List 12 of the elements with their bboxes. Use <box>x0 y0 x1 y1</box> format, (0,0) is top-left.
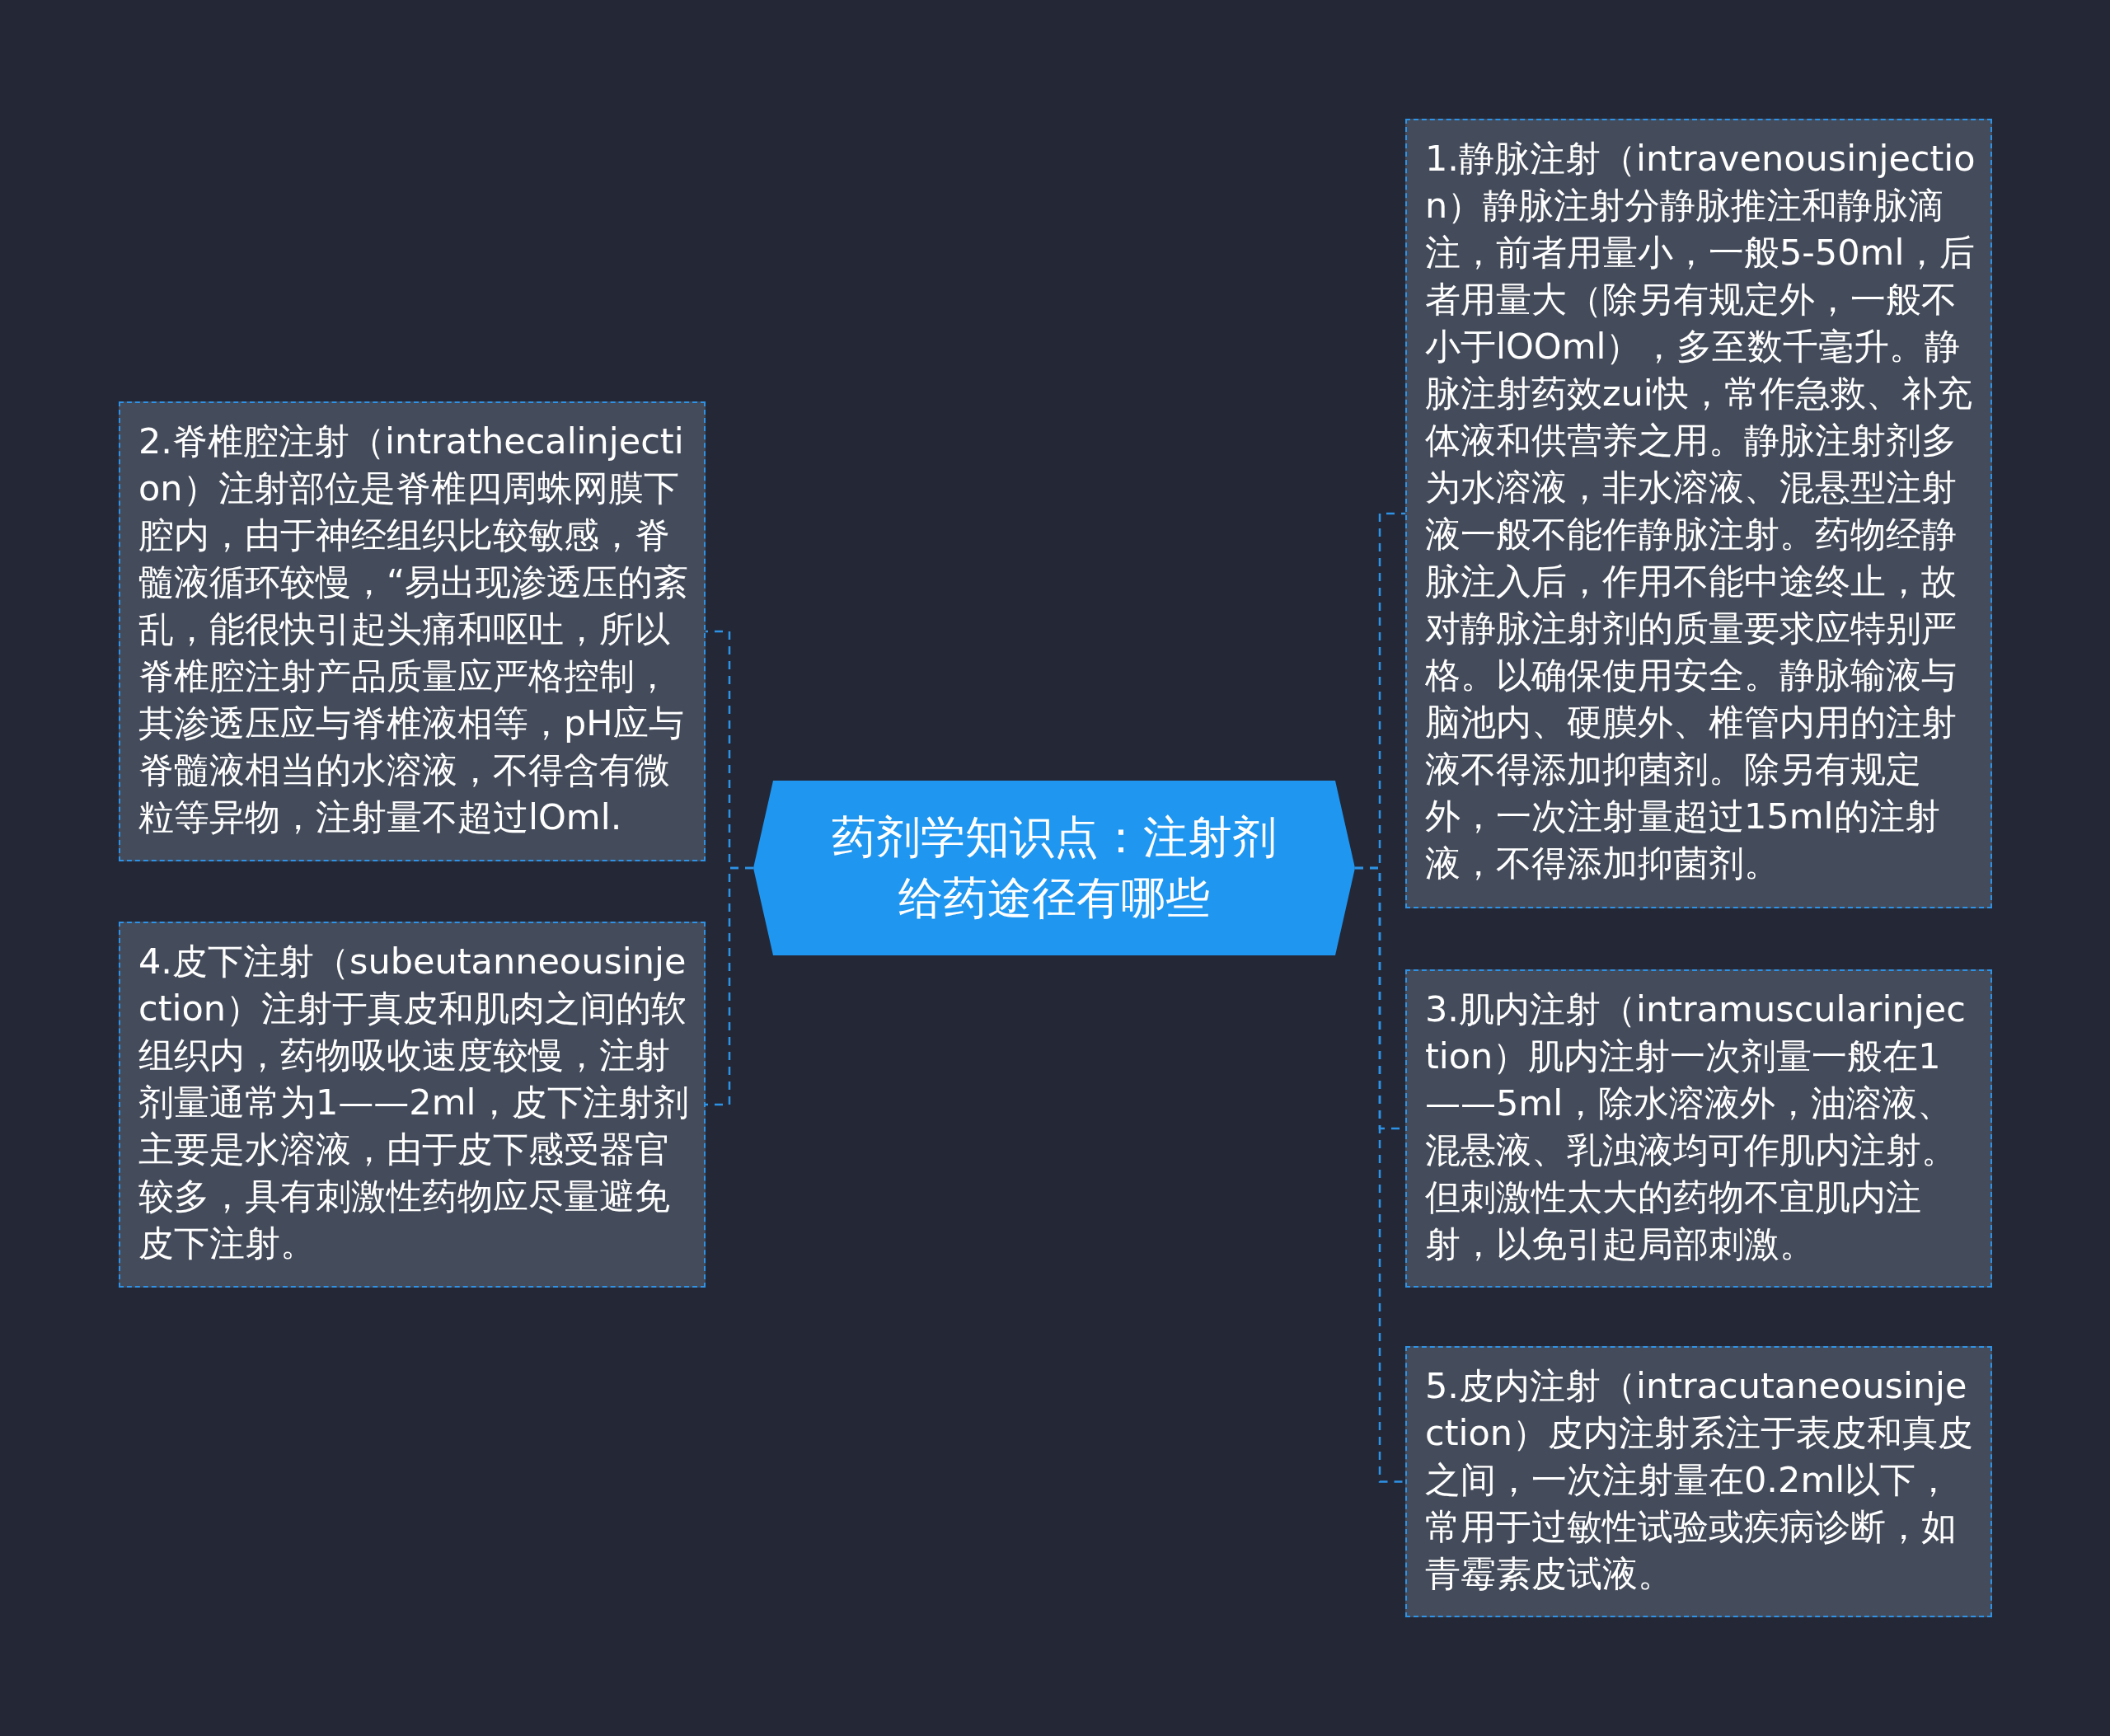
topic-box <box>1405 1346 1992 1617</box>
topic-box <box>119 922 706 1288</box>
topic-text: 3.肌内注射（intramuscularinjection）肌内注射一次剂量一般在1——5ml，除水溶液外，油溶液、混悬液、乳浊液均可作肌内注射。但刺激性太大的药物不宜肌内注射，以免引起局部刺激。 <box>1425 988 1967 1266</box>
topic-text: 4.皮下注射（subeutanneousinjection）注射于真皮和肌肉之间的软组织内，药物吸收速度较慢，注射剂量通常为1——2ml，皮下注射剂主要是水溶液，由于皮下感受器官较多，具有刺激性药物应尽量避免皮下注射。 <box>138 940 690 1265</box>
connector-line <box>706 866 753 1106</box>
central-topic-text: 药剂学知识点：注射剂给药途径有哪些 <box>831 810 1278 926</box>
topic-box <box>1405 969 1992 1288</box>
topic-text: 2.脊椎腔注射（intrathecalinjection）注射部位是脊椎四周蛛网膜下腔内，由于神经组织比较敏感，脊髓液循环较慢，“易出现渗透压的紊乱，能很快引起头痛和呕吐，所以脊椎腔注射产品质量应严格控制，其渗透压应与脊椎液相等，pH应与脊髓液相当的水溶液，不得含有微粒等异物，注射量不超过lOml. <box>138 420 690 839</box>
topic-text: 5.皮内注射（intracutaneousinjection）皮内注射系注于表皮和真皮之间，一次注射量在0.2ml以下，常用于过敏性试验或疾病诊断，如青霉素皮试液。 <box>1425 1364 1974 1596</box>
topic-text: 1.静脉注射（intravenousinjection）静脉注射分静脉推注和静脉滴注，前者用量小，一般5-50ml，后者用量大（除另有规定外，一般不小于lOOml），多至数千毫升。静脉注射药效zui快，常作急救、补充体液和供营养之用。静脉注射剂多为水溶液，非水溶液、混悬型注射液一般不能作静脉注射。药物经静脉注入后，作用不能中途终止，故对静脉注射剂的质量要求应特别严格。以确保使用安全。静脉输液与脑池内、硬膜外、椎管内用的注射液不得添加抑菌剂。除另有规定外，一次注射量超过15ml的注射液，不得添加抑菌剂。 <box>1425 137 1976 885</box>
connector-line <box>1355 866 1405 1483</box>
central-topic-hexagon <box>753 781 1355 955</box>
